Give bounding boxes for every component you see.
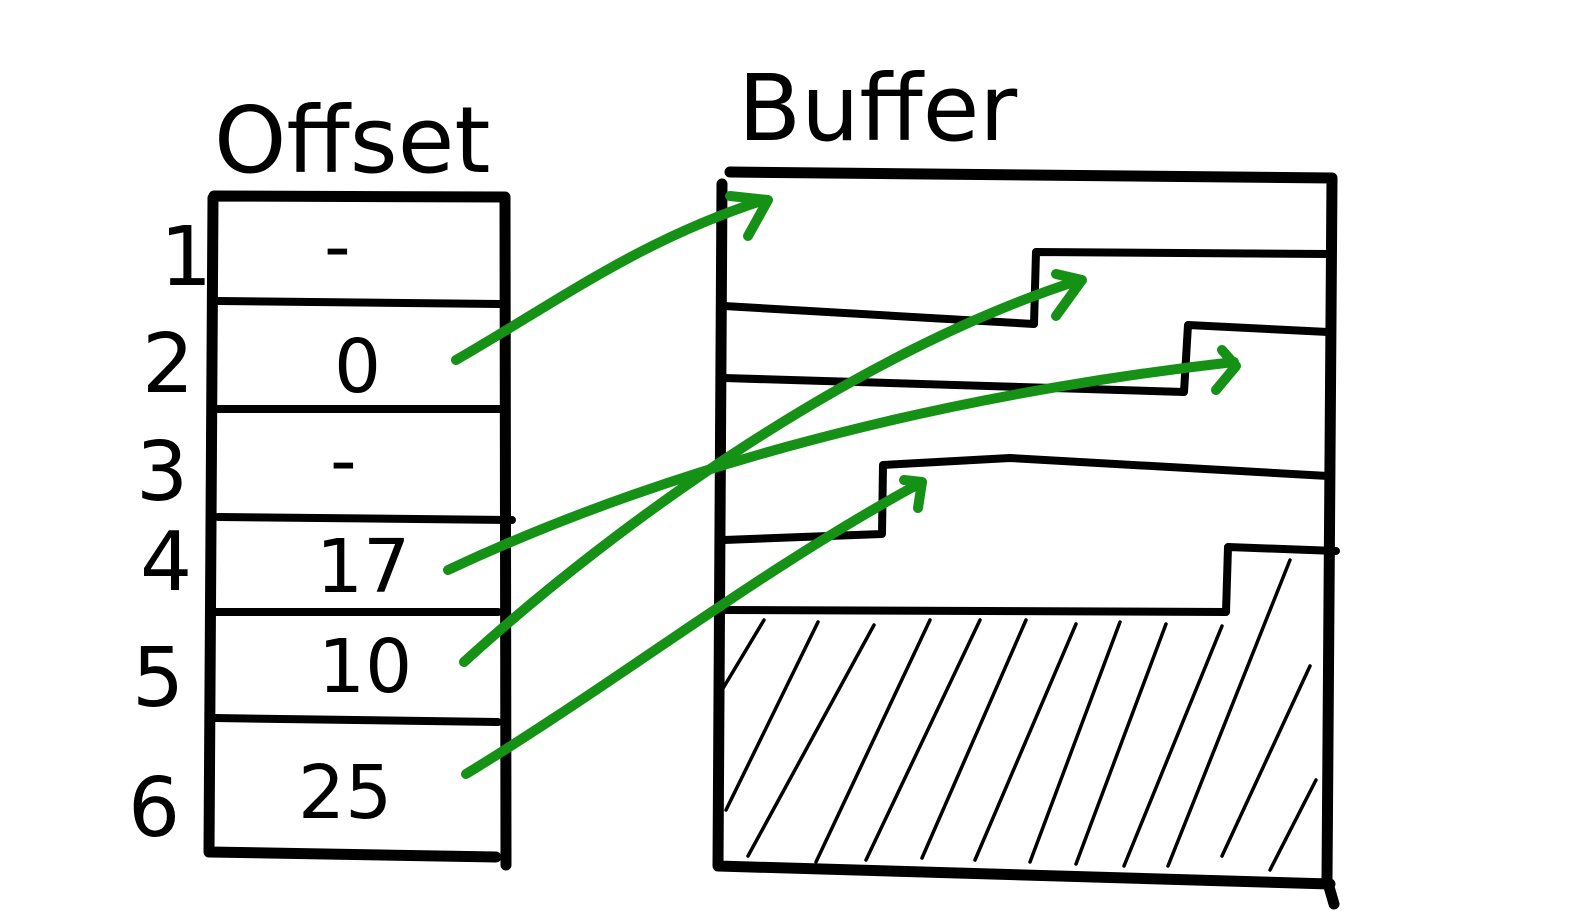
arrow-row2 <box>451 195 769 365</box>
row-index-1: 1 <box>160 210 212 305</box>
row-value-2: 0 <box>334 324 381 410</box>
row-index-5: 5 <box>132 631 184 726</box>
row-divider <box>214 297 504 308</box>
arrow-row6 <box>461 477 927 779</box>
arrowhead <box>1211 345 1241 395</box>
row-value-5: 10 <box>318 624 412 710</box>
row-value-6: 25 <box>298 750 392 836</box>
buffer-unused-hatch <box>720 558 1318 872</box>
row-index-3: 3 <box>136 425 188 520</box>
row-value-4: 17 <box>316 524 410 610</box>
arrow-row5 <box>459 275 1085 667</box>
buffer-segment-boundary <box>720 321 1332 396</box>
row-index-2: 2 <box>142 317 194 412</box>
row-value-3: - <box>330 418 357 504</box>
buffer-segment-boundary <box>720 248 1332 328</box>
buffer-segment-boundary <box>718 543 1340 616</box>
row-value-1: - <box>324 204 351 290</box>
row-divider <box>214 513 516 524</box>
row-divider <box>210 714 502 726</box>
arrowhead <box>899 475 927 513</box>
buffer-title: Buffer <box>738 55 1017 162</box>
offset-title: Offset <box>214 87 490 194</box>
offset-table-frame <box>203 190 512 871</box>
offset-pointer-arrows <box>443 191 1241 779</box>
row-index-6: 6 <box>128 761 180 856</box>
arrow-row4 <box>443 357 1239 575</box>
buffer-frame <box>712 166 1340 910</box>
arrowhead <box>725 191 773 241</box>
row-index-4: 4 <box>140 515 192 610</box>
arrowhead <box>1051 269 1087 321</box>
buffer-segment-boundary <box>720 454 1332 544</box>
